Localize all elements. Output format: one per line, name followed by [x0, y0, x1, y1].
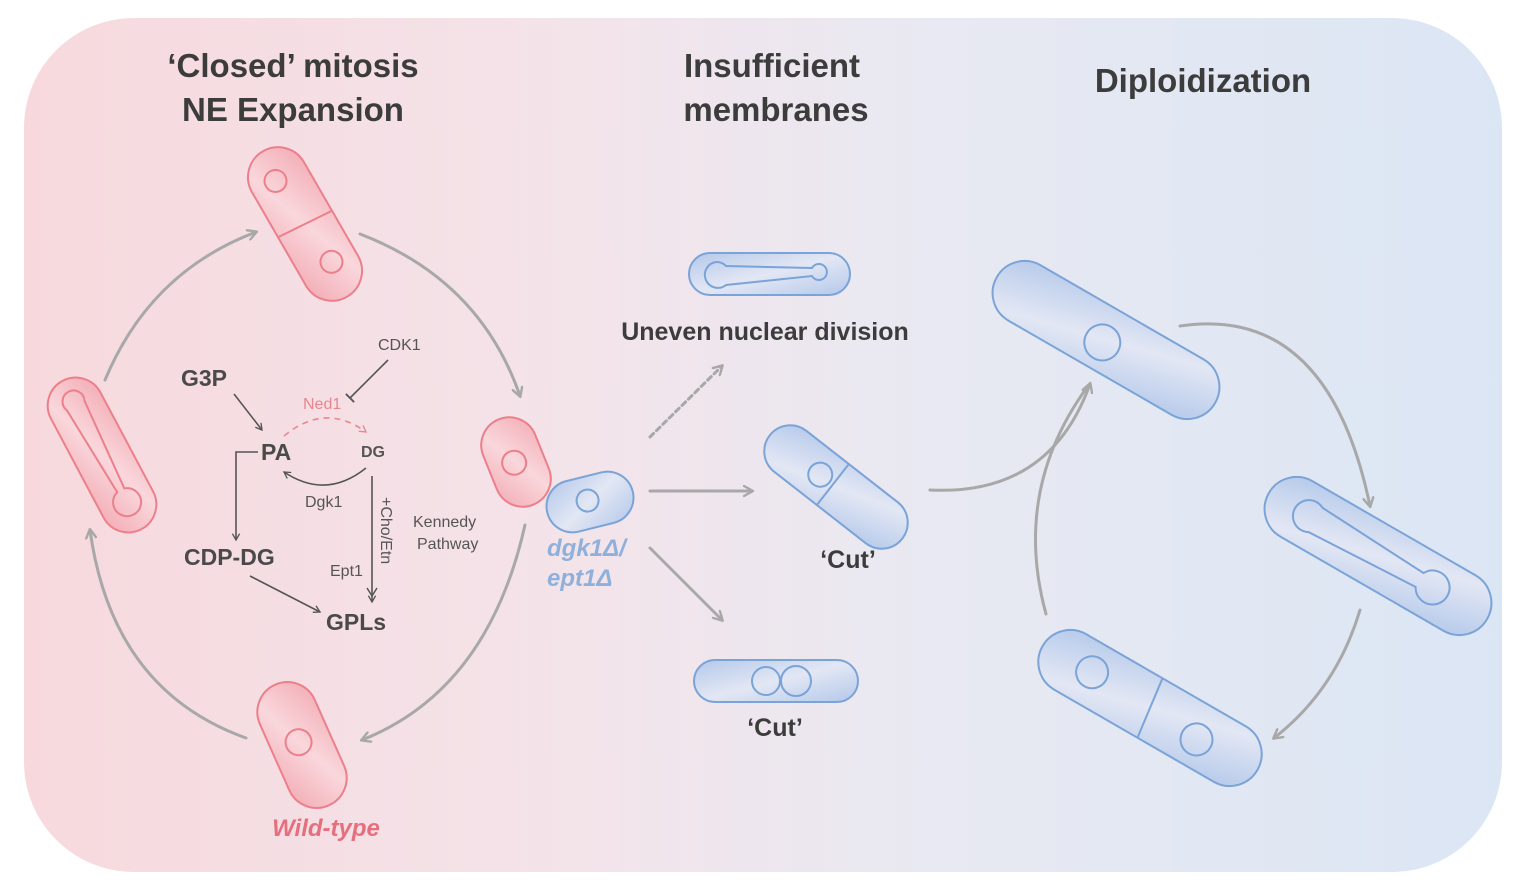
- cycle-arrow-right-bottom: [362, 523, 527, 740]
- heading-diploidization: Diploidization: [1095, 62, 1311, 99]
- arrow-cdp-dg-to-gpls: [249, 575, 322, 613]
- cut-cell-horizontal: [693, 659, 859, 703]
- mutant-outcome-arrows: [648, 366, 752, 620]
- diploid-cell-elongated: [1263, 476, 1493, 636]
- lipid-pathway: G3P PA DG CDK1 Ned1 Dgk1 CDP-DG GPLs Ept…: [181, 337, 478, 635]
- cycle-arrow-bottom-left: [90, 530, 248, 740]
- heading-membranes: membranes: [683, 91, 868, 128]
- cut-cell-diagonal: [763, 424, 909, 550]
- ned1-label: Ned1: [303, 396, 341, 413]
- mutant-label-line1: dgk1Δ/: [547, 535, 628, 562]
- background-panel: [24, 18, 1502, 872]
- cycle-arrow-top-right: [358, 232, 520, 396]
- wildtype-dividing-cell: [247, 146, 363, 302]
- cut-label-2: ‘Cut’: [747, 714, 803, 742]
- mutant-cell: [545, 470, 635, 534]
- mutant-label-line2: ept1Δ: [547, 565, 612, 592]
- wildtype-cycle-arrows: [90, 232, 527, 740]
- arrow-diploid-left: [1033, 384, 1090, 616]
- arrow-pa-to-cdp-dg: [231, 451, 258, 542]
- gpls-label: GPLs: [326, 609, 386, 635]
- pa-label: PA: [261, 439, 291, 465]
- heading-insufficient: Insufficient: [684, 47, 860, 84]
- ned1-arrow-pa-to-dg: [283, 417, 368, 437]
- arrow-to-uneven: [648, 366, 722, 439]
- cut-label-1: ‘Cut’: [820, 546, 876, 574]
- wildtype-anaphase-cell: [46, 376, 158, 534]
- diploid-cycle-arrows: [928, 322, 1370, 738]
- dgk1-label: Dgk1: [305, 494, 342, 511]
- kennedy-label-line2: Pathway: [417, 536, 478, 553]
- arrow-to-cut-2: [648, 546, 722, 620]
- double-arrowhead: [366, 587, 378, 598]
- arrow-g3p-to-pa: [233, 393, 263, 432]
- dg-label: DG: [361, 444, 385, 461]
- diploid-cell-dividing: [1037, 629, 1263, 787]
- wildtype-interphase-cell-bottom: [256, 681, 348, 809]
- g3p-label: G3P: [181, 365, 227, 391]
- cdp-dg-label: CDP-DG: [184, 544, 275, 570]
- wildtype-label: Wild-type: [272, 815, 380, 842]
- dgk1-arrow-dg-to-pa: [282, 467, 367, 486]
- cycle-arrow-left-top: [103, 232, 256, 382]
- cho-etn-label: +Cho/Etn: [377, 497, 394, 564]
- uneven-division-label: Uneven nuclear division: [621, 318, 909, 346]
- heading-ne-expansion: NE Expansion: [182, 91, 404, 128]
- cdk1-label: CDK1: [378, 337, 421, 354]
- cdk1-inhibition: [345, 359, 389, 403]
- arrow-into-diploid-cycle: [928, 384, 1090, 492]
- kennedy-label-line1: Kennedy: [413, 514, 476, 531]
- diploid-cell-top: [991, 260, 1221, 420]
- wildtype-interphase-cell-right: [480, 416, 552, 508]
- ept1-label: Ept1: [330, 563, 363, 580]
- heading-closed-mitosis: ‘Closed’ mitosis: [167, 47, 418, 84]
- arrow-diploid-top-right: [1178, 322, 1370, 506]
- arrow-diploid-right-bottom: [1274, 608, 1362, 738]
- uneven-division-cell: [688, 252, 851, 296]
